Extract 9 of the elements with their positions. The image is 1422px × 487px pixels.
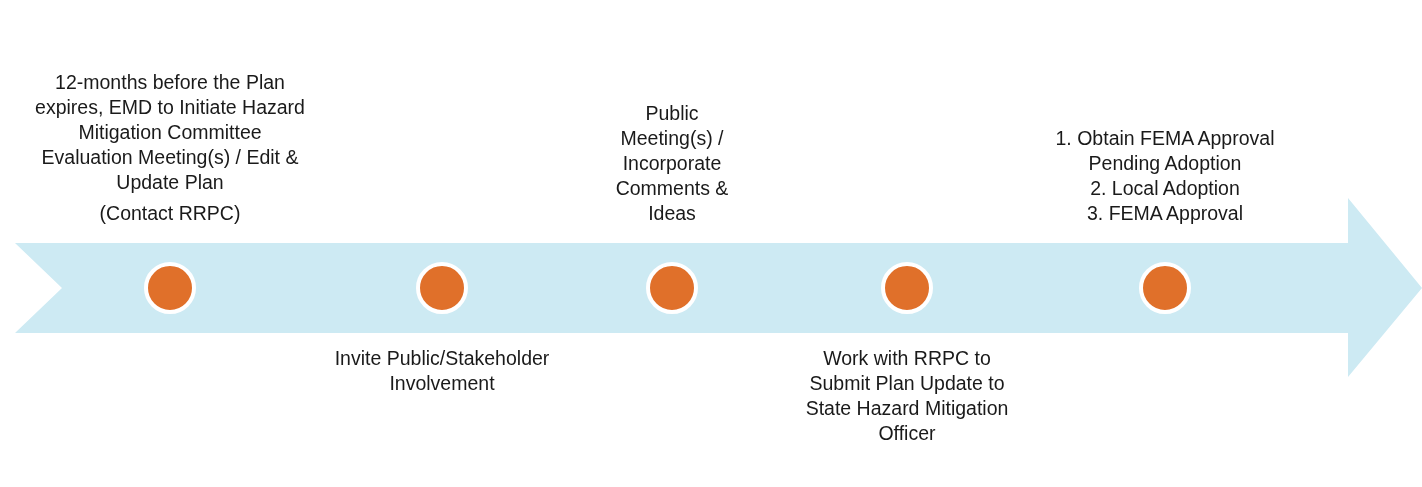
milestone-text: Work with RRPC to Submit Plan Update to State Hazard Mitigation Officer [804,346,1010,446]
milestone-text: 2. Local Adoption [1089,176,1241,201]
milestone-text: 1. Obtain FEMA Approval Pending Adoption [1054,126,1276,176]
timeline-arrow [15,198,1422,377]
milestone-text: Public Meeting(s) / Incorporate Comments & Ideas [614,101,730,226]
milestone-text: 3. FEMA Approval [1085,201,1245,226]
milestone-text: Invite Public/Stakeholder Involvement [333,346,551,396]
milestone-text: (Contact RRPC) [98,201,242,226]
milestone-text: 12-months before the Plan expires, EMD to Initiate Hazard Mitigation Committee Evaluation Meeting(s) / Edit & Update Plan [35,70,305,195]
